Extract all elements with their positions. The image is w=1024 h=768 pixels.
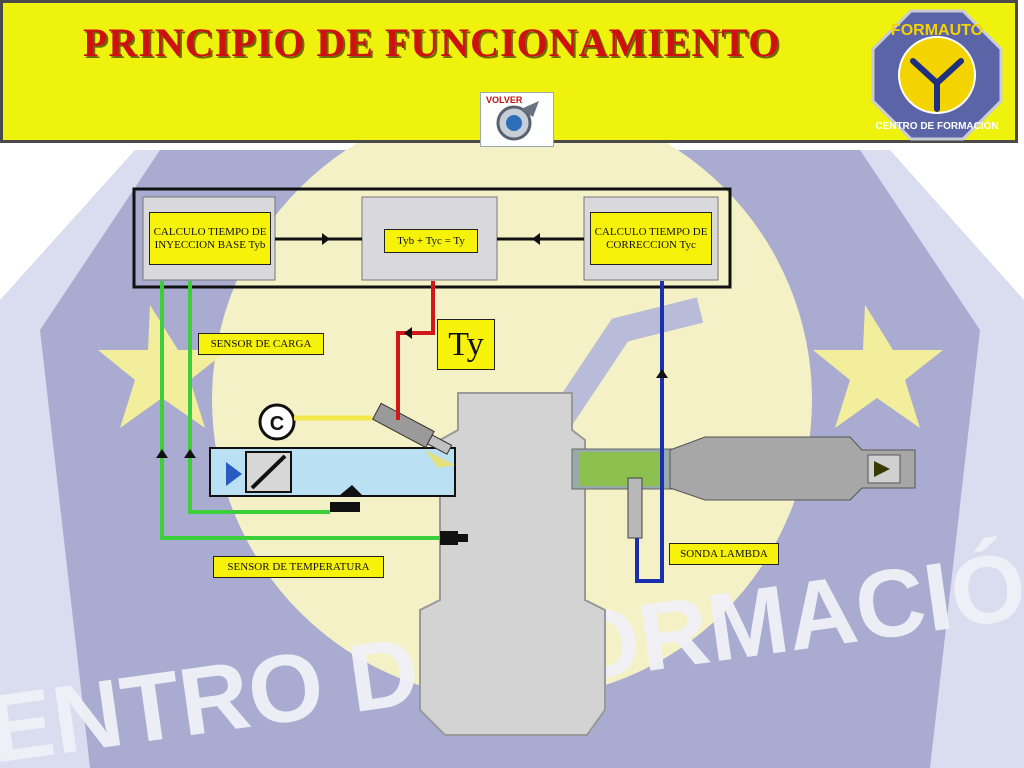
back-button[interactable]: VOLVER bbox=[480, 92, 554, 147]
sum-block: Tyb + Tyc = Ty bbox=[384, 229, 478, 253]
back-arrow-icon bbox=[496, 101, 539, 141]
load-sensor-label: SENSOR DE CARGA bbox=[198, 333, 324, 355]
logo-bottom-text: CENTRO DE FORMACIÓN bbox=[875, 119, 998, 132]
header-bar: PRINCIPIO DE FUNCIONAMIENTO VOLVER FORMA… bbox=[0, 0, 1018, 147]
injection-signal-wire bbox=[396, 281, 435, 420]
coil-letter: C bbox=[270, 413, 284, 435]
correction-block: CALCULO TIEMPO DE CORRECCION Tyc bbox=[590, 212, 712, 265]
temperature-sensor-label: SENSOR DE TEMPERATURA bbox=[213, 556, 384, 578]
temperature-wire bbox=[160, 281, 440, 540]
logo-top-text: FORMAUTO bbox=[891, 22, 983, 39]
lambda-wire bbox=[635, 281, 664, 583]
lambda-sensor-body bbox=[627, 477, 643, 539]
catalytic-converter bbox=[669, 436, 916, 501]
base-injection-block: CALCULO TIEMPO DE INYECCION BASE Tyb bbox=[149, 212, 271, 265]
injector bbox=[372, 402, 453, 455]
formauto-logo: FORMAUTO CENTRO DE FORMACIÓN bbox=[871, 9, 1003, 141]
page-title: PRINCIPIO DE FUNCIONAMIENTO bbox=[83, 20, 781, 65]
lambda-sensor-label: SONDA LAMBDA bbox=[669, 543, 779, 565]
exhaust-gas bbox=[580, 452, 664, 486]
load-wire bbox=[188, 281, 330, 514]
air-inlet-arrow bbox=[226, 462, 242, 486]
ty-signal-label: Ty bbox=[437, 319, 495, 370]
exhaust-outlet-arrow bbox=[874, 461, 890, 477]
back-button-label: VOLVER bbox=[486, 95, 523, 105]
coil-symbol bbox=[258, 403, 296, 441]
temperature-sensor-body bbox=[330, 502, 360, 512]
